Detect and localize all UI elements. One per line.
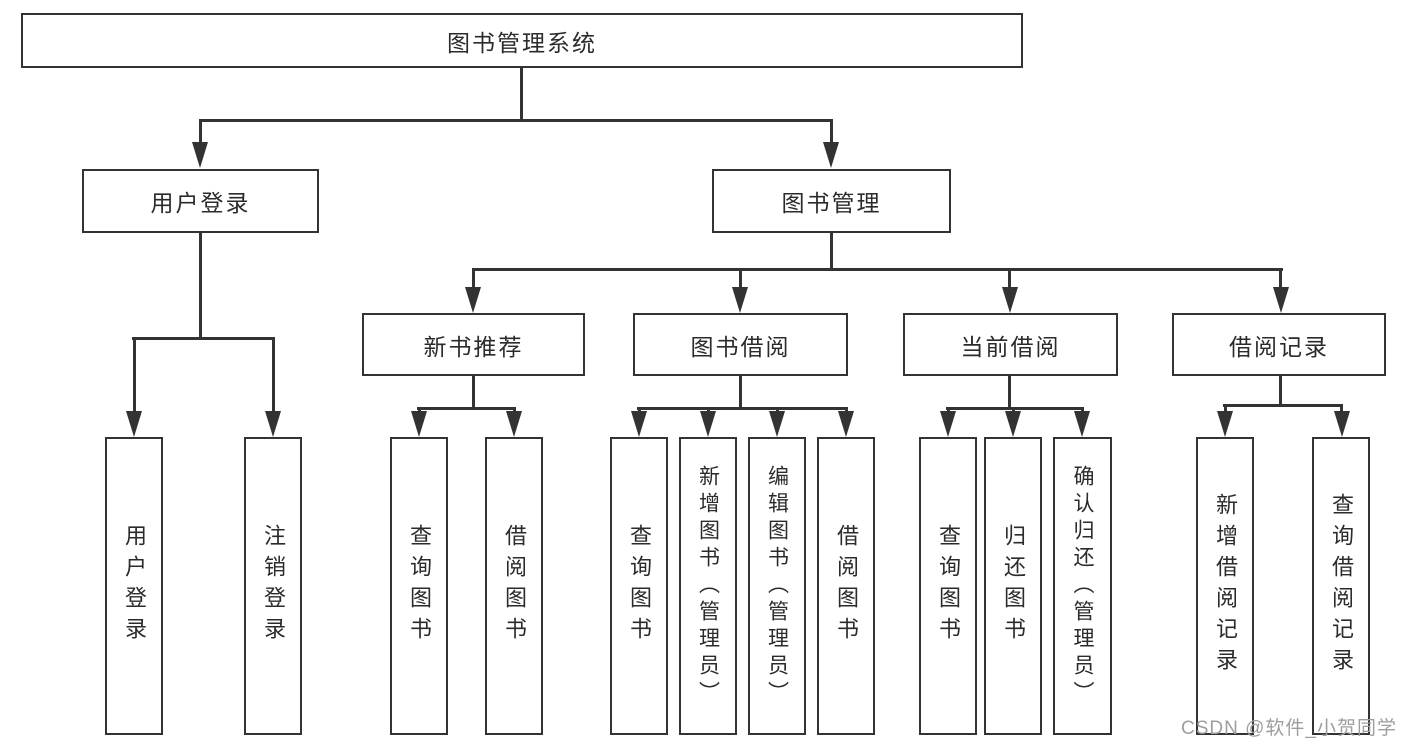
leaf-return-book: 归还图书 (984, 437, 1042, 735)
leaf-query-books-current: 查询图书 (919, 437, 977, 735)
node-label: 图书管理 (781, 190, 882, 216)
node-label: 确认归还（管理员） (1071, 464, 1094, 708)
arrow-down-icon (631, 411, 647, 437)
connector-level3-branch (472, 268, 1283, 271)
node-label: 新书推荐 (423, 333, 524, 360)
arrow-down-icon (823, 142, 839, 168)
arrow-down-icon (1273, 287, 1289, 313)
node-user-login: 用户登录 (82, 169, 319, 233)
node-label: 查询图书 (936, 524, 961, 648)
node-label: 查询图书 (407, 524, 432, 648)
node-label: 用户登录 (150, 190, 251, 216)
connector-records-branch (1223, 404, 1343, 407)
node-label: 编辑图书（管理员） (765, 464, 789, 708)
connector-level3-drop (1008, 268, 1011, 290)
connector-book-mgmt-drop (830, 119, 833, 146)
node-label: 借阅图书 (834, 524, 859, 648)
leaf-add-book-admin: 新增图书（管理员） (679, 437, 737, 735)
node-current-borrowing: 当前借阅 (903, 313, 1118, 376)
node-label: 查询图书 (627, 524, 652, 648)
arrow-down-icon (732, 287, 748, 313)
connector-borrow-stem (739, 374, 742, 410)
node-label: 新增图书（管理员） (696, 464, 720, 708)
connector-records-stem (1279, 374, 1282, 407)
node-label: 用户登录 (122, 524, 147, 648)
leaf-confirm-return-admin: 确认归还（管理员） (1053, 437, 1112, 735)
node-label: 归还图书 (1001, 524, 1026, 648)
watermark: CSDN @软件_小贺同学 (1181, 718, 1397, 739)
arrow-down-icon (838, 411, 854, 437)
node-label: 注销登录 (261, 524, 286, 648)
arrow-down-icon (940, 411, 956, 437)
node-borrowing-records: 借阅记录 (1172, 313, 1386, 376)
leaf-logout: 注销登录 (244, 437, 302, 735)
connector-user-login-stem (199, 231, 202, 340)
connector-current-stem (1008, 374, 1011, 410)
leaf-query-books-recommend: 查询图书 (390, 437, 448, 735)
node-label: 查询借阅记录 (1329, 493, 1354, 679)
node-new-book-recommendation: 新书推荐 (362, 313, 585, 376)
arrow-down-icon (506, 411, 522, 437)
connector-newbook-stem (472, 374, 475, 410)
connector-book-mgmt-stem (830, 231, 833, 271)
node-label: 借阅记录 (1229, 333, 1329, 360)
arrow-down-icon (1334, 411, 1350, 437)
leaf-edit-book-admin: 编辑图书（管理员） (748, 437, 806, 735)
connector-user-login-drop (199, 119, 202, 146)
connector-newbook-branch (417, 407, 516, 410)
arrow-down-icon (411, 411, 427, 437)
arrow-down-icon (700, 411, 716, 437)
arrow-down-icon (192, 142, 208, 168)
node-library-system: 图书管理系统 (21, 13, 1023, 68)
node-label: 图书借阅 (690, 333, 791, 360)
node-book-management: 图书管理 (712, 169, 951, 233)
node-book-borrowing: 图书借阅 (633, 313, 848, 376)
leaf-borrow-books: 借阅图书 (817, 437, 875, 735)
connector-level3-drop (739, 268, 742, 290)
leaf-borrow-books-recommend: 借阅图书 (485, 437, 543, 735)
connector-leaf-drop (1340, 404, 1343, 416)
node-label: 新增借阅记录 (1213, 493, 1238, 679)
leaf-add-borrow-record: 新增借阅记录 (1196, 437, 1254, 735)
connector-borrow-branch (637, 407, 848, 410)
connector-level3-drop (472, 268, 475, 290)
arrow-down-icon (769, 411, 785, 437)
leaf-user-login: 用户登录 (105, 437, 163, 735)
connector-leaf-drop (1224, 404, 1227, 416)
connector-level3-drop (1279, 268, 1282, 290)
connector-leaf-drop (133, 337, 136, 415)
arrow-down-icon (465, 287, 481, 313)
arrow-down-icon (1005, 411, 1021, 437)
arrow-down-icon (1074, 411, 1090, 437)
arrow-down-icon (1217, 411, 1233, 437)
arrow-down-icon (1002, 287, 1018, 313)
node-label: 图书管理系统 (447, 29, 597, 56)
arrow-down-icon (126, 411, 142, 437)
leaf-query-books-borrow: 查询图书 (610, 437, 668, 735)
arrow-down-icon (265, 411, 281, 437)
connector-leaf-drop (272, 337, 275, 415)
connector-user-login-branch (132, 337, 275, 340)
node-label: 当前借阅 (960, 333, 1061, 360)
connector-root-stem (520, 66, 523, 122)
connector-level2-branch (199, 119, 833, 122)
node-label: 借阅图书 (502, 524, 527, 648)
leaf-query-borrow-record: 查询借阅记录 (1312, 437, 1370, 735)
